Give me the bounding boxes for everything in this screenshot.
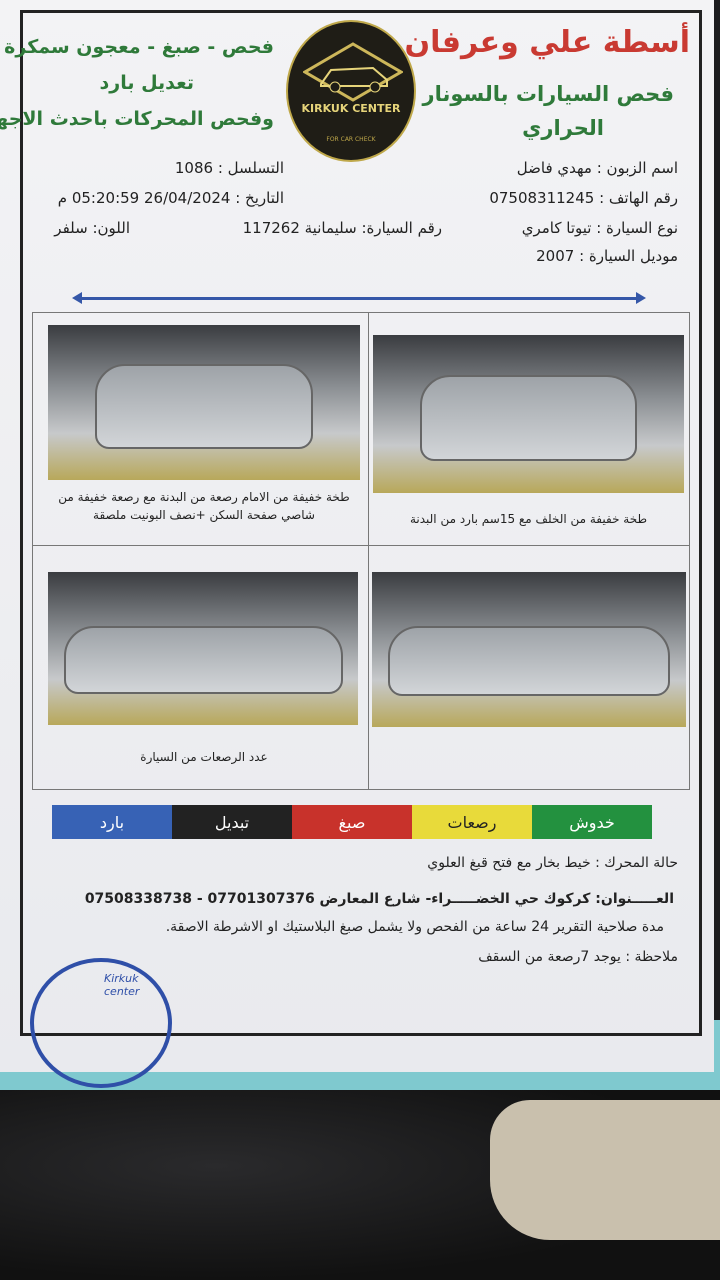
report-border <box>20 10 702 1036</box>
background-cloth <box>490 1100 720 1240</box>
legend-cold-repair: بارد <box>52 805 172 839</box>
remark: ملاحظة : يوجد 7رصعة من السقف <box>478 949 678 965</box>
legend-scratches: خدوش <box>532 805 652 839</box>
sonar-line-1: فحص السيارات بالسونار <box>422 82 674 106</box>
double-arrow-divider <box>72 292 646 304</box>
damage-color-legend: خدوش رصعات صبغ تبديل بارد <box>52 805 652 839</box>
shop-title: أسطة علي وعرفان <box>404 25 691 60</box>
logo-subtext: FOR CAR CHECK <box>326 136 376 143</box>
grid-divider <box>368 312 369 790</box>
stamp-text: Kirkuk center <box>104 972 140 998</box>
rear-photo <box>373 335 684 493</box>
customer-name: اسم الزبون : مهدي فاضل <box>516 159 678 177</box>
car-image <box>419 374 638 462</box>
logo-text: KIRKUK CENTER <box>301 102 401 115</box>
engine-condition: حالة المحرك : خيط بخار مع فتح قبغ العلوي <box>427 855 678 871</box>
legend-dents: رصعات <box>412 805 532 839</box>
rear-caption: طخة خفيفة من الخلف مع 15سم بارد من البدن… <box>409 512 648 526</box>
legend-paint: صبغ <box>292 805 412 839</box>
kirkuk-center-logo: KIRKUK CENTER FOR CAR CHECK <box>286 20 416 162</box>
car-logo-icon <box>303 42 403 102</box>
validity-note: مدة صلاحية التقرير 24 ساعة من الفحص ولا … <box>165 919 664 935</box>
right-side-photo <box>372 572 686 727</box>
services-line-3: وفحص المحركات باحدث الاجهزة <box>0 108 274 130</box>
car-image <box>94 363 314 449</box>
plate-number: رقم السيارة: سليمانية 117262 <box>242 219 442 237</box>
company-stamp: Kirkuk center <box>30 958 172 1088</box>
left-side-photo <box>48 572 358 725</box>
report-date: التاريخ : 26/04/2024 05:20:59 م <box>57 189 284 207</box>
car-image <box>63 625 343 695</box>
phone-number: رقم الهاتف : 07508311245 <box>489 189 678 207</box>
photo-grid <box>32 312 690 790</box>
grid-divider <box>32 545 690 546</box>
car-type: نوع السيارة : تيوتا كامري <box>521 219 678 237</box>
car-color: اللون: سلفر <box>54 219 130 237</box>
address: العـــــنوان: كركوك حي الخضـــــراء- شار… <box>84 891 674 907</box>
services-line-2: تعديل بارد <box>99 72 195 94</box>
legend-replacement: تبديل <box>172 805 292 839</box>
serial-number: التسلسل : 1086 <box>174 159 284 177</box>
front-photo <box>48 325 360 480</box>
car-model: موديل السيارة : 2007 <box>536 247 678 265</box>
inspection-report: أسطة علي وعرفان فحص السيارات بالسونار ال… <box>0 0 714 1088</box>
car-image <box>387 626 671 696</box>
sonar-line-2: الحراري <box>522 116 604 140</box>
services-line-1: فحص - صبغ - معجون سمكرة - <box>0 36 274 58</box>
front-caption: طخة خفيفة من الامام رصعة من البدنة مع رص… <box>58 490 350 522</box>
side-caption: عدد الرصعات من السيارة <box>140 750 268 764</box>
